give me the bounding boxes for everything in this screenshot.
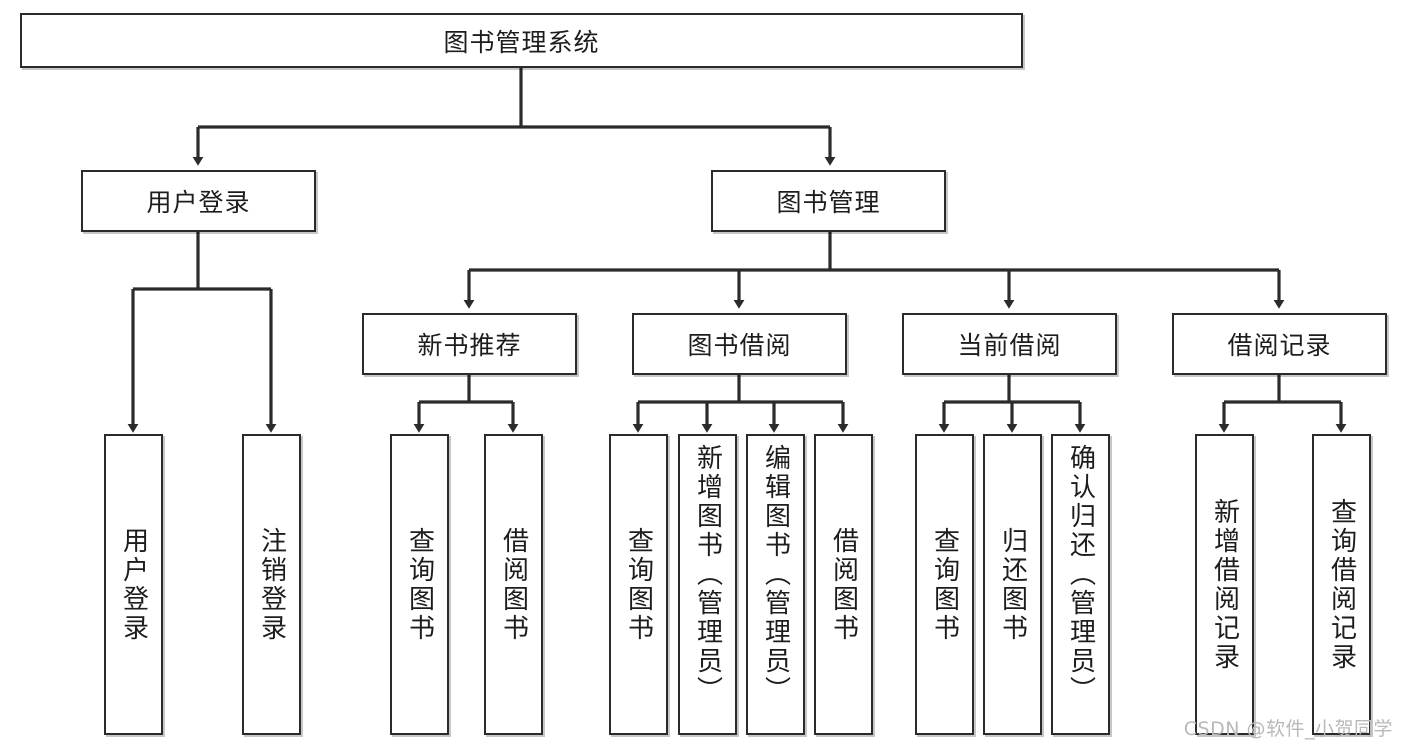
leaf-add-book[interactable]: 新增图书（管理员） (678, 434, 737, 735)
node-root-label: 图书管理系统 (443, 27, 600, 57)
leaf-query-book-1-label: 查询图书 (404, 526, 435, 643)
leaf-edit-book-label: 编辑图书（管理员） (760, 444, 791, 705)
leaf-query-book-3[interactable]: 查询图书 (915, 434, 974, 735)
leaf-user-login-label: 用户登录 (118, 526, 149, 643)
leaf-borrow-book-2[interactable]: 借阅图书 (814, 434, 873, 735)
leaf-query-book-2-label: 查询图书 (623, 526, 654, 643)
node-user-login[interactable]: 用户登录 (81, 170, 316, 232)
leaf-add-record[interactable]: 新增借阅记录 (1195, 434, 1254, 735)
leaf-query-book-2[interactable]: 查询图书 (609, 434, 668, 735)
node-root[interactable]: 图书管理系统 (20, 13, 1023, 68)
leaf-return-book[interactable]: 归还图书 (983, 434, 1042, 735)
node-current-borrow-label: 当前借阅 (957, 331, 1062, 360)
node-book-borrow[interactable]: 图书借阅 (632, 313, 847, 375)
leaf-add-book-label: 新增图书（管理员） (692, 444, 723, 705)
leaf-query-book-1[interactable]: 查询图书 (390, 434, 449, 735)
node-book-borrow-label: 图书借阅 (687, 331, 792, 360)
leaf-edit-book[interactable]: 编辑图书（管理员） (746, 434, 805, 735)
leaf-user-login[interactable]: 用户登录 (104, 434, 163, 735)
node-current-borrow[interactable]: 当前借阅 (902, 313, 1117, 375)
leaf-query-record-label: 查询借阅记录 (1326, 497, 1357, 672)
node-book-manage-label: 图书管理 (776, 188, 881, 217)
leaf-add-record-label: 新增借阅记录 (1209, 497, 1240, 672)
node-book-manage[interactable]: 图书管理 (711, 170, 946, 232)
leaf-borrow-book-1-label: 借阅图书 (498, 526, 529, 643)
node-new-book-recommend-label: 新书推荐 (417, 331, 522, 360)
node-borrow-record[interactable]: 借阅记录 (1172, 313, 1387, 375)
leaf-confirm-return-label: 确认归还（管理员） (1065, 444, 1096, 705)
leaf-logout-login[interactable]: 注销登录 (242, 434, 301, 735)
node-borrow-record-label: 借阅记录 (1227, 331, 1332, 360)
leaf-return-book-label: 归还图书 (997, 526, 1028, 643)
leaf-borrow-book-2-label: 借阅图书 (828, 526, 859, 643)
leaf-logout-login-label: 注销登录 (256, 526, 287, 643)
node-new-book-recommend[interactable]: 新书推荐 (362, 313, 577, 375)
leaf-query-record[interactable]: 查询借阅记录 (1312, 434, 1371, 735)
leaf-query-book-3-label: 查询图书 (929, 526, 960, 643)
leaf-borrow-book-1[interactable]: 借阅图书 (484, 434, 543, 735)
watermark: CSDN @软件_小贺同学 (1183, 718, 1393, 740)
node-user-login-label: 用户登录 (146, 188, 251, 217)
leaf-confirm-return[interactable]: 确认归还（管理员） (1051, 434, 1110, 735)
